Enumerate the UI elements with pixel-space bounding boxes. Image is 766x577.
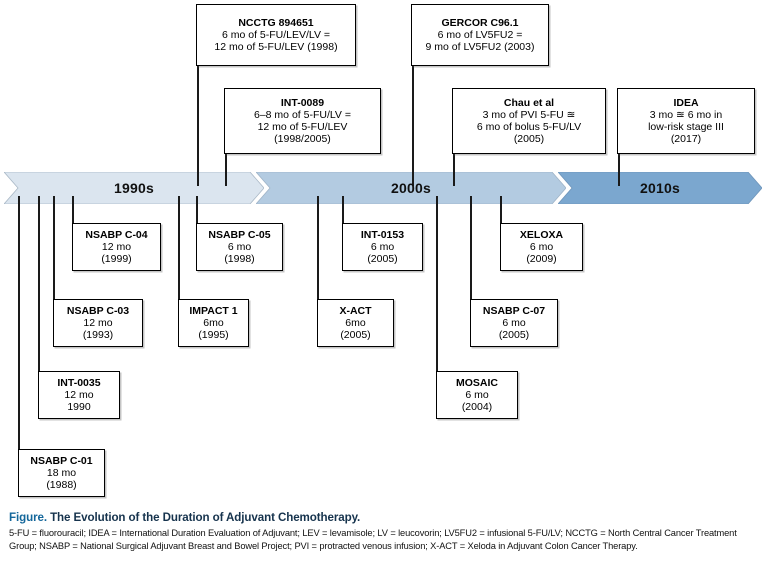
trial-title: NSABP C-01 (30, 454, 93, 467)
trial-line: (2017) (670, 133, 702, 146)
trial-title: NCCTG 894651 (238, 16, 314, 29)
trial-title: MOSAIC (456, 376, 498, 389)
trial-line: 12 mo of 5-FU/LEV (1998) (214, 41, 338, 54)
trial-line: 12 mo of 5-FU/LEV (257, 121, 348, 133)
trial-line: low-risk stage III (648, 121, 724, 133)
trial-title: NSABP C-04 (85, 228, 148, 241)
connector-gercor-c96-1 (412, 66, 414, 186)
connector-nsabp-c-01 (18, 196, 20, 450)
trial-line: 6 mo of bolus 5-FU/LV (476, 121, 582, 133)
trial-title: Chau et al (503, 96, 555, 109)
trial-line: 6 mo (502, 316, 526, 329)
trial-box-gercor-c96-1[interactable]: GERCOR C96.1 6 mo of LV5FU2 = 9 mo of LV… (411, 4, 549, 66)
caption-abbreviations: 5-FU = fluorouracil; IDEA = Internationa… (9, 528, 737, 552)
trial-title: NSABP C-03 (66, 304, 130, 317)
trial-box-chau-et-al[interactable]: Chau et al 3 mo of PVI 5-FU ≊ 6 mo of bo… (452, 88, 606, 154)
trial-box-xeloxa[interactable]: XELOXA 6 mo (2009) (500, 223, 583, 271)
trial-line: 3 mo ≊ 6 mo in (649, 108, 723, 121)
connector-mosaic (436, 196, 438, 372)
trial-line: 12 mo (101, 240, 132, 253)
trial-box-nsabp-c-05[interactable]: NSABP C-05 6 mo (1998) (196, 223, 283, 271)
trial-box-nsabp-c-03[interactable]: NSABP C-03 12 mo (1993) (53, 299, 143, 347)
trial-line: 6 mo (529, 240, 554, 253)
caption-title-line: Figure. The Evolution of the Duration of… (9, 511, 749, 524)
trial-box-impact-1[interactable]: IMPACT 1 6mo (1995) (178, 299, 249, 347)
trial-box-int-0089[interactable]: INT-0089 6–8 mo of 5-FU/LV = 12 mo of 5-… (224, 88, 381, 154)
trial-line: 6 mo (465, 388, 489, 401)
connector-chau-et-al (453, 154, 455, 186)
trial-box-x-act[interactable]: X-ACT 6mo (2005) (317, 299, 394, 347)
connector-int-0153 (342, 196, 344, 224)
trial-box-ncctg-894651[interactable]: NCCTG 894651 6 mo of 5-FU/LEV/LV = 12 mo… (196, 4, 356, 66)
trial-title: XELOXA (519, 228, 564, 241)
trial-title: INT-0089 (280, 96, 325, 109)
timeline-label-2010s: 2010s (640, 180, 680, 196)
segment-shape-1990s (4, 172, 264, 204)
timeline-segment-2000s[interactable]: 2000s (256, 172, 566, 204)
caption-title-text: The Evolution of the Duration of Adjuvan… (46, 511, 361, 524)
connector-nsabp-c-04 (72, 196, 74, 224)
trial-line: (2005) (513, 133, 545, 146)
trial-line: 6–8 mo of 5-FU/LV = (254, 108, 351, 121)
trial-line: (2005) (498, 329, 530, 342)
trial-box-int-0035[interactable]: INT-0035 12 mo 1990 (38, 371, 120, 419)
trial-box-int-0153[interactable]: INT-0153 6 mo (2005) (342, 223, 423, 271)
caption-figure-label: Figure. (9, 511, 47, 524)
trial-line: 9 mo of LV5FU2 (2003) (425, 41, 535, 54)
segment-shape-2010s (558, 172, 762, 204)
trial-line: 12 mo (64, 388, 94, 401)
trial-title: INT-0153 (360, 228, 405, 241)
connector-xeloxa (500, 196, 502, 224)
trial-line: 18 mo (46, 466, 77, 479)
connector-impact-1 (178, 196, 180, 299)
figure-caption: Figure. The Evolution of the Duration of… (9, 511, 749, 553)
trial-line: (1999) (101, 253, 132, 266)
timeline-segment-1990s[interactable]: 1990s (4, 172, 264, 204)
trial-line: 6 mo of LV5FU2 = (437, 28, 523, 41)
trial-title: NSABP C-05 (208, 228, 271, 241)
trial-box-nsabp-c-01[interactable]: NSABP C-01 18 mo (1988) (18, 449, 105, 497)
trial-title: NSABP C-07 (482, 304, 546, 317)
timeline-label-1990s: 1990s (114, 180, 154, 196)
trial-line: 6mo (203, 316, 224, 329)
trial-line: 6 mo (227, 240, 252, 253)
connector-nsabp-c-05 (196, 196, 198, 224)
trial-line: (1998/2005) (274, 133, 331, 146)
trial-line: 1990 (67, 401, 91, 414)
connector-int-0035 (38, 196, 40, 372)
timeline-label-2000s: 2000s (391, 180, 431, 196)
trial-line: 6mo (345, 316, 366, 329)
connector-x-act (317, 196, 319, 299)
connector-nsabp-c-07 (470, 196, 472, 300)
trial-box-mosaic[interactable]: MOSAIC 6 mo (2004) (436, 371, 518, 419)
trial-box-idea[interactable]: IDEA 3 mo ≊ 6 mo in low-risk stage III (… (617, 88, 755, 154)
timeline-segment-2010s[interactable]: 2010s (558, 172, 762, 204)
connector-ncctg-894651 (197, 66, 199, 186)
trial-line: (2004) (461, 401, 493, 414)
trial-box-nsabp-c-07[interactable]: NSABP C-07 6 mo (2005) (470, 299, 558, 347)
trial-line: 12 mo (83, 316, 113, 329)
trial-line: (2005) (367, 253, 398, 266)
connector-int-0089 (225, 154, 227, 186)
trial-line: 6 mo (370, 240, 395, 253)
trial-line: (2009) (526, 253, 557, 266)
trial-box-nsabp-c-04[interactable]: NSABP C-04 12 mo (1999) (72, 223, 161, 271)
trial-title: INT-0035 (57, 376, 101, 389)
trial-line: (1993) (82, 329, 114, 342)
trial-line: 3 mo of PVI 5-FU ≊ (482, 108, 576, 121)
segment-shape-2000s (256, 172, 566, 204)
trial-line: (2005) (340, 329, 371, 342)
connector-idea (618, 154, 620, 186)
trial-line: (1995) (198, 329, 229, 342)
timeline-bar: 1990s 2000s 2010s (4, 172, 762, 204)
connector-nsabp-c-03 (53, 196, 55, 299)
trial-title: GERCOR C96.1 (441, 16, 519, 29)
trial-line: (1988) (46, 479, 77, 492)
trial-line: (1998) (224, 253, 255, 266)
trial-line: 6 mo of 5-FU/LEV/LV = (221, 28, 331, 41)
trial-title: IDEA (673, 96, 699, 109)
trial-title: IMPACT 1 (189, 304, 238, 317)
trial-title: X-ACT (339, 304, 372, 317)
